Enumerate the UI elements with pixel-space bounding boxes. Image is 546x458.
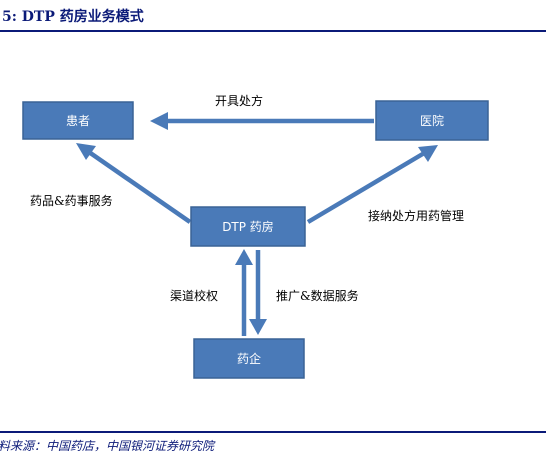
edge-channel bbox=[235, 249, 253, 336]
node-dtp-label: DTP 药房 bbox=[222, 219, 274, 234]
node-patient: 患者 bbox=[22, 101, 134, 140]
edge-drug-service bbox=[76, 143, 192, 224]
node-hospital-label: 医院 bbox=[420, 114, 444, 128]
edge-receive bbox=[306, 145, 438, 224]
edge-label-drug-service: 药品&药事服务 bbox=[30, 193, 113, 208]
footer-divider bbox=[0, 431, 546, 433]
source-note: 料来源：中国药店，中国银河证券研究院 bbox=[0, 439, 215, 453]
edge-receive-line bbox=[306, 150, 428, 224]
edge-drug-service-arrowhead bbox=[76, 143, 96, 160]
node-hospital: 医院 bbox=[375, 100, 489, 141]
edge-label-receive: 接纳处方用药管理 bbox=[368, 208, 464, 223]
edge-prescription-arrowhead bbox=[150, 112, 168, 130]
edge-promotion bbox=[249, 250, 267, 335]
node-dtp-pharmacy: DTP 药房 bbox=[190, 206, 306, 247]
node-pharma: 药企 bbox=[193, 338, 305, 379]
edge-receive-arrowhead bbox=[418, 145, 438, 162]
edge-label-channel: 渠道校权 bbox=[170, 288, 218, 303]
title-divider bbox=[0, 30, 546, 32]
node-hospital-box bbox=[375, 100, 489, 141]
edge-drug-service-line bbox=[84, 148, 192, 224]
node-patient-box bbox=[22, 101, 134, 140]
page-title: 5: DTP 药房业务模式 bbox=[2, 9, 144, 25]
edge-channel-arrowhead bbox=[235, 249, 253, 265]
edge-label-promotion: 推广&数据服务 bbox=[276, 288, 359, 303]
edge-promotion-arrowhead bbox=[249, 319, 267, 335]
node-pharma-box bbox=[193, 338, 305, 379]
edge-label-prescription: 开具处方 bbox=[215, 93, 263, 108]
edge-prescription bbox=[150, 112, 374, 130]
node-dtp-box bbox=[190, 206, 306, 247]
node-pharma-label: 药企 bbox=[237, 351, 261, 366]
node-patient-label: 患者 bbox=[66, 114, 90, 128]
